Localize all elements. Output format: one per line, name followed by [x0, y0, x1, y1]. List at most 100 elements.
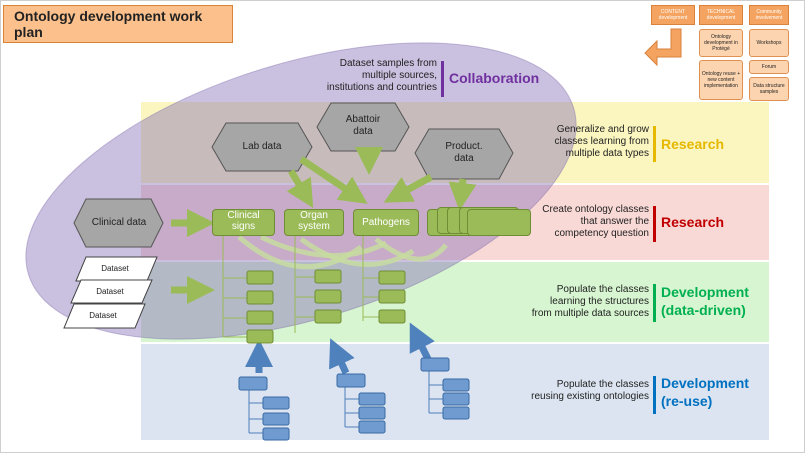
reuse-class-box [358, 420, 386, 434]
collaboration-bar [441, 61, 444, 97]
band-label-development-2: Development (re-use) [655, 374, 749, 410]
subclass-box [378, 270, 406, 285]
collaboration-label: Collaboration [449, 70, 540, 86]
subclass-box [246, 270, 274, 285]
page-title: Ontology development work plan [3, 5, 233, 43]
class-label-line: system [298, 221, 330, 232]
legend-cell-protege: Ontology development in Protégé [699, 29, 743, 57]
band-desc-research-create: Create ontology classes that answer the … [501, 204, 649, 240]
lab-data-label: Lab data [242, 141, 282, 152]
abattoir-label-line: data [353, 126, 373, 137]
band-desc-line: from multiple data sources [531, 308, 649, 319]
product-data-hexagon [414, 128, 514, 180]
legend-header-content: CONTENT development [651, 5, 695, 25]
band-desc-line: competency question [554, 228, 649, 239]
legend-header-technical: TECHNICAL development [699, 5, 743, 25]
band-desc-line: learning the structures [550, 296, 649, 307]
collaboration-desc-line: multiple sources, [361, 70, 437, 81]
band-development-data-driven [141, 262, 769, 342]
collaboration-description: Dataset samples from multiple sources, i… [291, 58, 437, 94]
subclass-box [246, 329, 274, 344]
reuse-class-box [262, 412, 290, 426]
development-bar-2 [653, 376, 656, 414]
subclass-box [246, 290, 274, 305]
return-arrow-icon [644, 28, 682, 67]
band-desc-line: reusing existing ontologies [531, 391, 649, 402]
tree-line [294, 236, 315, 333]
research-bar-1 [653, 126, 656, 162]
reuse-class-box [262, 427, 290, 441]
arrow-reuse-organ [329, 338, 355, 375]
tree-line [362, 236, 379, 321]
reuse-class-box [358, 392, 386, 406]
reuse-class-box [336, 373, 366, 388]
product-data-label: Product. data [429, 141, 499, 165]
tree-line [222, 236, 247, 338]
abattoir-label-line: Abattoir [345, 114, 381, 125]
research-bar-2 [653, 206, 656, 242]
reuse-class-box [442, 392, 470, 406]
class-label-line: signs [231, 221, 256, 232]
reuse-class-box [442, 378, 470, 392]
reuse-tree-line [428, 369, 445, 414]
legend-header-community: Community involvement [749, 5, 789, 25]
reuse-class-box [238, 376, 268, 391]
class-label-line: Organ [300, 210, 328, 221]
lab-data-hexagon [211, 122, 313, 172]
clinical-data-label: Clinical data [91, 217, 147, 228]
band-label-line: Development [661, 375, 749, 391]
curve-arrow [259, 234, 388, 259]
reuse-class-box [442, 406, 470, 420]
band-label-line: (re-use) [661, 393, 713, 409]
legend-cell-workshops: Workshops [749, 29, 789, 57]
band-desc-research-generalize: Generalize and grow classes learning fro… [501, 124, 649, 160]
class-pathogens: Pathogens [353, 209, 419, 236]
dataset-shape [63, 303, 146, 329]
band-desc-line: Generalize and grow [556, 124, 649, 135]
legend-cell-samples: Data structure samples [749, 77, 789, 101]
abattoir-data-label: Abattoir data [331, 114, 395, 138]
arrow-product-to-stack [448, 178, 477, 211]
band-label-research-1: Research [661, 136, 725, 152]
dataset-label: Dataset [96, 287, 124, 296]
band-desc-line: Populate the classes [556, 284, 649, 295]
band-desc-line: Populate the classes [556, 379, 649, 390]
class-label-line: Clinical [227, 210, 260, 221]
band-desc-line: classes learning from [554, 136, 649, 147]
band-label-line: Development [661, 284, 749, 300]
arrow-lab-to-organ [286, 169, 314, 209]
band-desc-development-reuse: Populate the classes reusing existing on… [501, 379, 649, 403]
subclass-box [378, 309, 406, 324]
dataset-shape [70, 279, 153, 304]
band-desc-line: that answer the [580, 216, 649, 227]
class-stack-box [467, 209, 531, 236]
subclass-box [246, 310, 274, 325]
arrow-product-to-pathogens [383, 173, 433, 203]
curve-arrow [374, 237, 448, 262]
product-label-line: data [454, 153, 474, 164]
legend: CONTENT development TECHNICAL developmen… [644, 5, 801, 101]
legend-cell-forum: Forum [749, 60, 789, 74]
abattoir-data-hexagon [316, 102, 410, 152]
band-label-line: (data-driven) [661, 302, 746, 318]
subclass-box [314, 269, 342, 284]
product-label-line: Product. [445, 141, 483, 152]
reuse-class-box [262, 396, 290, 410]
dataset-label: Dataset [89, 311, 117, 320]
clinical-data-hexagon [73, 198, 164, 248]
class-clinical-signs: Clinical signs [212, 209, 275, 236]
subclass-box [314, 289, 342, 304]
collaboration-desc-line: Dataset samples from [339, 58, 437, 69]
band-label-development-1: Development (data-driven) [655, 283, 749, 319]
band-desc-line: multiple data types [565, 148, 649, 159]
arrow-lab-to-pathogens [299, 156, 368, 204]
collaboration-desc-line: institutions and countries [326, 82, 437, 93]
subclass-box [314, 309, 342, 324]
subclass-box [378, 289, 406, 304]
dataset-label: Dataset [101, 264, 129, 273]
